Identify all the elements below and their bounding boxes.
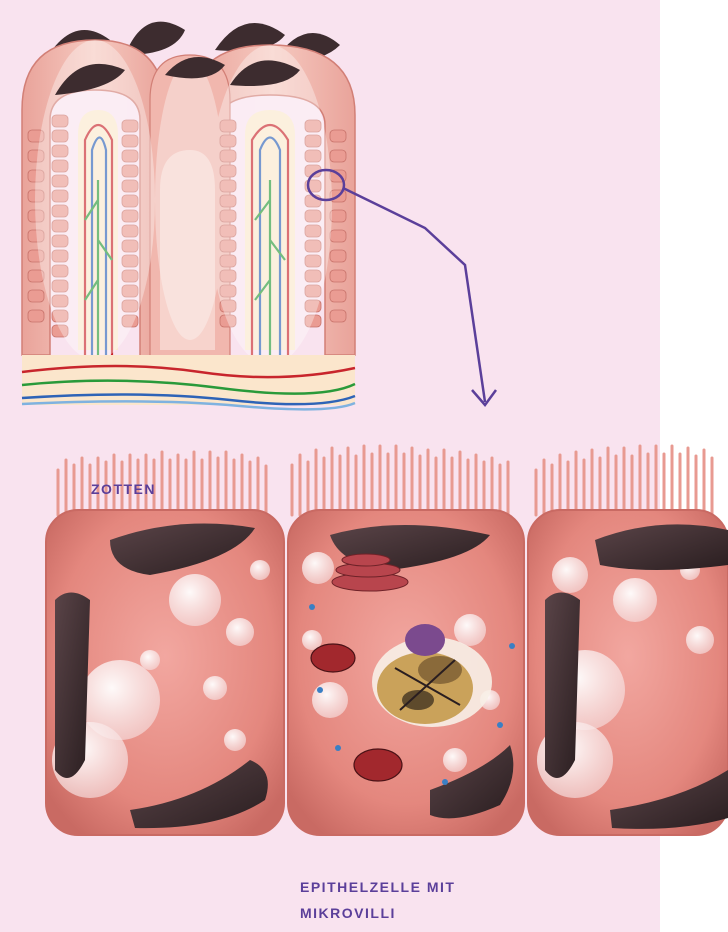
microvilli xyxy=(58,446,712,515)
epithelial-cells xyxy=(46,446,728,835)
label-epithel-line2: MIKROVILLI xyxy=(300,905,396,921)
label-epithel-line1: EPITHELZELLE MIT xyxy=(300,879,455,895)
villi-illustration xyxy=(22,22,355,410)
label-zotten: ZOTTEN xyxy=(91,481,156,497)
